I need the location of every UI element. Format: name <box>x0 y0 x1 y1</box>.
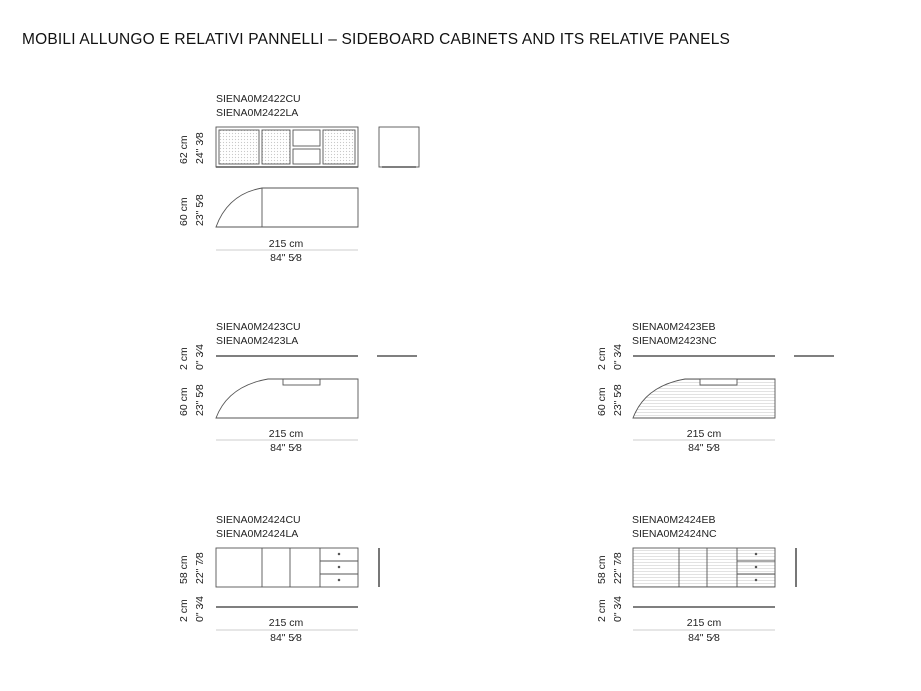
product-code-group: SIENA0M2423CU SIENA0M2423LA <box>216 320 301 348</box>
width-in-label: 84" 5⁄8 <box>270 442 302 454</box>
product-code: SIENA0M2424CU <box>216 514 301 526</box>
width-cm-label: 215 cm <box>268 238 304 250</box>
cabinet-back-panel-front-wood <box>632 547 797 588</box>
product-code: SIENA0M2422CU <box>216 93 301 105</box>
product-code: SIENA0M2423CU <box>216 321 301 333</box>
width-cm-label: 215 cm <box>686 428 722 440</box>
width-in-label: 84" 5⁄8 <box>688 442 720 454</box>
page-title: MOBILI ALLUNGO E RELATIVI PANNELLI – SID… <box>22 31 731 48</box>
product-code: SIENA0M2423NC <box>632 335 717 347</box>
width-cm-label: 215 cm <box>268 617 304 629</box>
product-code: SIENA0M2424NC <box>632 528 717 540</box>
width-in-label: 84" 5⁄8 <box>688 632 720 644</box>
width-cm-label: 215 cm <box>268 428 304 440</box>
product-code: SIENA0M2422LA <box>216 107 299 119</box>
product-code-group: SIENA0M2422CU SIENA0M2422LA <box>216 92 301 120</box>
product-code: SIENA0M2423EB <box>632 321 716 333</box>
product-code-group: SIENA0M2424CU SIENA0M2424LA <box>216 513 301 541</box>
cabinet-side-view <box>378 126 420 168</box>
product-code: SIENA0M2424EB <box>632 514 716 526</box>
cabinet-front-view <box>215 126 359 168</box>
width-in-label: 84" 5⁄8 <box>270 252 302 264</box>
width-in-label: 84" 5⁄8 <box>270 632 302 644</box>
cabinet-back-panel-front <box>215 547 380 588</box>
panel-plan-view-wood <box>632 378 776 419</box>
product-code-group: SIENA0M2424EB SIENA0M2424NC <box>632 513 717 541</box>
product-code: SIENA0M2423LA <box>216 335 299 347</box>
panel-plan-view <box>215 378 359 419</box>
product-code: SIENA0M2424LA <box>216 528 299 540</box>
cabinet-plan-view <box>215 187 359 228</box>
width-cm-label: 215 cm <box>686 617 722 629</box>
product-code-group: SIENA0M2423EB SIENA0M2423NC <box>632 320 717 348</box>
